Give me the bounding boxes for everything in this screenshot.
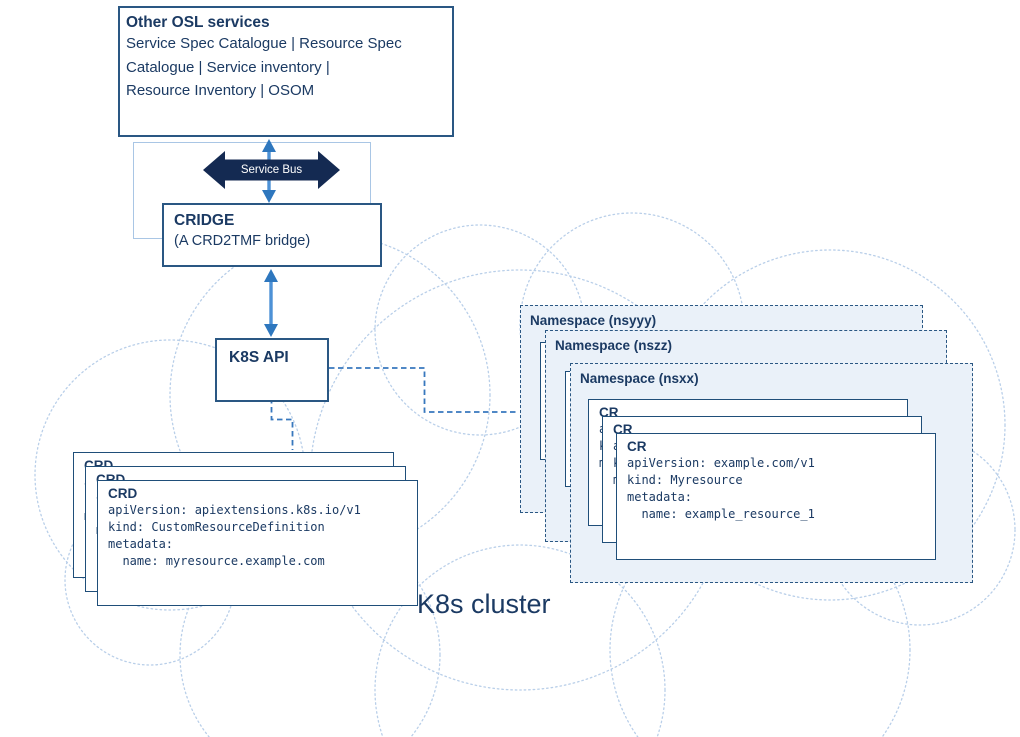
- bidirectional-arrow-cridge-k8sapi-icon: [264, 269, 278, 337]
- cr-card-line: name: example_resource_1: [627, 507, 815, 521]
- crd-card-title: CRD: [108, 486, 138, 501]
- osl-box-line: Catalogue | Service inventory |: [126, 58, 330, 76]
- osl-box-line: Resource Inventory | OSOM: [126, 82, 315, 99]
- crd-card: CRD apiVersion: apiextensions.k8s.io/v1 …: [97, 480, 418, 606]
- crd-card-line: apiVersion: apiextensions.k8s.io/v1: [108, 503, 361, 517]
- osl-box-line: Service Spec Catalogue | Resource Spec: [126, 35, 402, 52]
- namespace-label: Namespace (nsyyy): [530, 313, 657, 328]
- dashed-connector-api-to-crds: [270, 398, 294, 450]
- cridge-box-subtitle: (A CRD2TMF bridge): [174, 233, 311, 249]
- crd-card-line: name: myresource.example.com: [108, 554, 325, 568]
- namespace-label: Namespace (nsxx): [580, 371, 699, 386]
- dashed-connector-api-to-namespaces: [329, 367, 519, 413]
- cr-card-title: CR: [627, 439, 647, 454]
- namespace-label: Namespace (nszz): [555, 338, 673, 353]
- service-bus-arrow-icon: [203, 151, 340, 189]
- cridge-box-title: CRIDGE: [174, 212, 235, 229]
- k8s-cluster-label: K8s cluster: [417, 589, 551, 619]
- k8s-api-box-title: K8S API: [229, 349, 289, 366]
- osl-box-title: Other OSL services: [126, 14, 270, 31]
- other-osl-services-box: Other OSL services Service Spec Catalogu…: [118, 6, 454, 137]
- k8s-api-box: K8S API: [215, 338, 329, 402]
- crd-card-line: kind: CustomResourceDefinition: [108, 520, 325, 534]
- cr-card-line: kind: Myresource: [627, 473, 743, 487]
- service-bus-label: Service Bus: [240, 164, 303, 176]
- cr-card-line: metadata:: [627, 490, 693, 504]
- cridge-box: CRIDGE (A CRD2TMF bridge): [162, 203, 382, 267]
- cr-card: CR apiVersion: example.com/v1 kind: Myre…: [616, 433, 936, 560]
- cr-card-line: apiVersion: example.com/v1: [627, 456, 815, 470]
- crd-card-line: metadata:: [108, 537, 174, 551]
